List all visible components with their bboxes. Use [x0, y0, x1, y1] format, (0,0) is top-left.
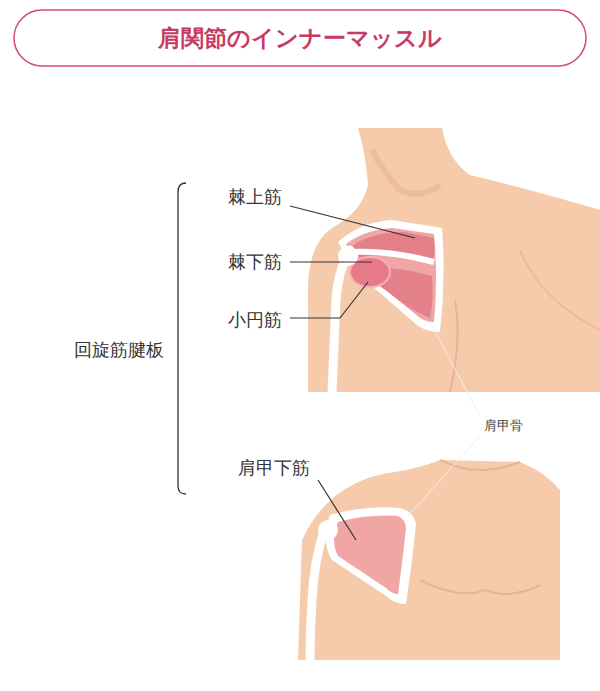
title-frame [14, 10, 586, 66]
part-label: 肩甲下筋 [238, 457, 310, 479]
scapula-leaders [408, 326, 480, 516]
bracket [178, 183, 186, 494]
part-label: 肩甲骨 [484, 418, 523, 434]
part-label: 棘上筋 [228, 186, 282, 208]
part-label: 小円筋 [228, 309, 282, 331]
front-figure [298, 460, 560, 660]
leader-lines [290, 206, 415, 540]
title: 肩関節のインナーマッスル [158, 23, 442, 54]
back-figure [308, 128, 600, 392]
group-label: 回旋筋腱板 [74, 339, 164, 361]
part-label: 棘下筋 [228, 251, 282, 273]
